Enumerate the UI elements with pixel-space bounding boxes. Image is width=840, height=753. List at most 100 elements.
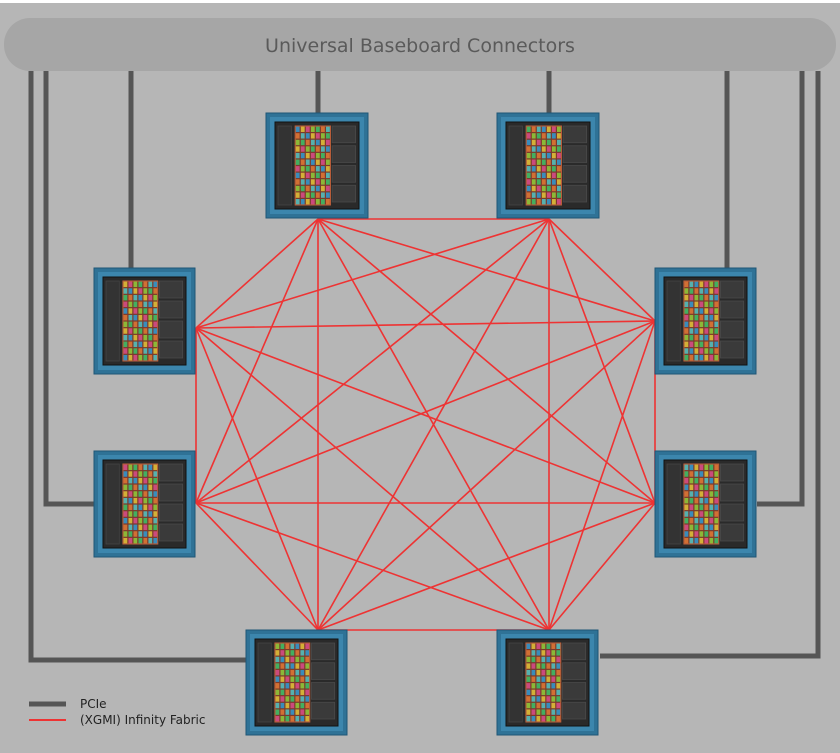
gpu-compute-unit	[556, 696, 561, 702]
gpu-compute-unit	[714, 477, 719, 484]
gpu-compute-unit	[531, 192, 536, 198]
gpu-compute-unit	[315, 133, 320, 139]
gpu-memory-stack	[311, 701, 336, 720]
gpu-compute-unit	[531, 656, 536, 663]
gpu-compute-unit	[709, 477, 714, 484]
gpu-compute-unit	[689, 354, 694, 361]
gpu-compute-unit	[153, 524, 158, 531]
gpu-compute-unit	[699, 334, 704, 341]
gpu-compute-unit	[310, 199, 315, 205]
gpu-compute-unit	[536, 689, 541, 696]
gpu-compute-unit	[148, 524, 153, 531]
gpu-compute-unit	[536, 709, 541, 715]
gpu-compute-unit	[138, 497, 143, 504]
gpu-compute-unit	[699, 348, 704, 354]
gpu-compute-unit	[699, 281, 704, 288]
gpu-compute-unit	[531, 139, 536, 146]
gpu-compute-unit	[128, 294, 133, 301]
gpu-compute-unit	[153, 484, 158, 491]
gpu-compute-unit	[704, 354, 709, 361]
gpu-memory-stack	[720, 300, 745, 319]
gpu-compute-unit	[300, 185, 305, 192]
gpu-compute-unit	[684, 321, 689, 328]
gpu-compute-unit	[709, 341, 714, 348]
gpu-memory-stack	[720, 463, 745, 482]
gpu-compute-unit	[699, 328, 704, 334]
gpu-compute-unit	[526, 709, 531, 715]
xgmi-link	[195, 327, 656, 504]
gpu-compute-unit	[310, 166, 315, 172]
gpu-compute-unit	[153, 328, 158, 334]
gpu-compute-unit	[536, 126, 541, 132]
gpu-compute-unit	[320, 126, 325, 132]
gpu-compute-unit	[694, 301, 699, 308]
gpu-compute-unit	[709, 314, 714, 321]
gpu-memory-stack	[311, 642, 336, 661]
baseboard-connector-title: Universal Baseboard Connectors	[265, 35, 575, 57]
gpu-compute-unit	[315, 146, 320, 152]
gpu-compute-unit	[699, 537, 704, 544]
gpu-compute-unit	[280, 669, 285, 676]
gpu-compute-unit	[133, 348, 138, 354]
gpu-compute-unit	[315, 172, 320, 179]
gpu-compute-unit	[531, 166, 536, 172]
gpu-compute-unit	[557, 133, 561, 139]
gpu-compute-unit	[153, 471, 158, 477]
gpu-compute-unit	[551, 669, 556, 676]
gpu-compute-unit	[300, 172, 305, 179]
gpu-compute-unit	[148, 288, 153, 294]
xgmi-link	[317, 320, 656, 631]
gpu-compute-unit	[531, 676, 536, 682]
gpu-compute-unit	[138, 314, 143, 321]
gpu-compute-unit	[704, 301, 709, 308]
gpu-compute-unit	[551, 126, 556, 132]
gpu-compute-unit	[295, 192, 300, 198]
gpu-compute-unit	[699, 504, 704, 511]
gpu-compute-unit	[526, 159, 531, 165]
gpu-compute-unit	[300, 126, 305, 132]
gpu-compute-unit	[326, 199, 330, 205]
gpu-compute-unit	[699, 477, 704, 484]
gpu-packages	[93, 112, 757, 736]
gpu-compute-unit	[709, 334, 714, 341]
gpu-compute-unit	[699, 471, 704, 477]
gpu-memory-stack	[159, 483, 184, 502]
gpu-compute-unit	[290, 709, 295, 715]
gpu-compute-unit	[315, 179, 320, 185]
pcie-link	[43, 71, 95, 507]
gpu-compute-unit	[143, 477, 148, 484]
gpu-compute-unit	[526, 139, 531, 146]
gpu-compute-unit	[536, 676, 541, 682]
gpu-compute-unit	[133, 314, 138, 321]
pcie-link	[28, 71, 248, 663]
gpu-compute-unit	[684, 477, 689, 484]
gpu-compute-unit	[541, 179, 546, 185]
gpu-memory-stack	[331, 145, 357, 163]
gpu-compute-unit	[684, 334, 689, 341]
gpu-compute-die	[122, 463, 159, 545]
gpu-compute-unit	[300, 146, 305, 152]
xgmi-link	[548, 218, 656, 504]
gpu-compute-unit	[694, 471, 699, 477]
gpu-compute-unit	[138, 301, 143, 308]
gpu-memory-stack	[720, 280, 745, 299]
gpu-compute-unit	[128, 484, 133, 491]
gpu-compute-unit	[551, 663, 556, 669]
gpu-compute-unit	[526, 133, 531, 139]
gpu-compute-unit	[551, 166, 556, 172]
gpu-compute-unit	[153, 464, 158, 471]
gpu-compute-unit	[143, 281, 148, 288]
gpu-compute-unit	[275, 656, 280, 663]
gpu-compute-unit	[133, 334, 138, 341]
gpu-compute-unit	[694, 334, 699, 341]
gpu-compute-unit	[326, 179, 330, 185]
gpu-compute-unit	[684, 288, 689, 294]
gpu-package	[496, 112, 600, 219]
gpu-compute-unit	[138, 281, 143, 288]
gpu-compute-unit	[689, 348, 694, 354]
gpu-io-block	[508, 642, 523, 723]
gpu-compute-unit	[310, 133, 315, 139]
gpu-compute-unit	[546, 133, 551, 139]
gpu-compute-unit	[546, 146, 551, 152]
